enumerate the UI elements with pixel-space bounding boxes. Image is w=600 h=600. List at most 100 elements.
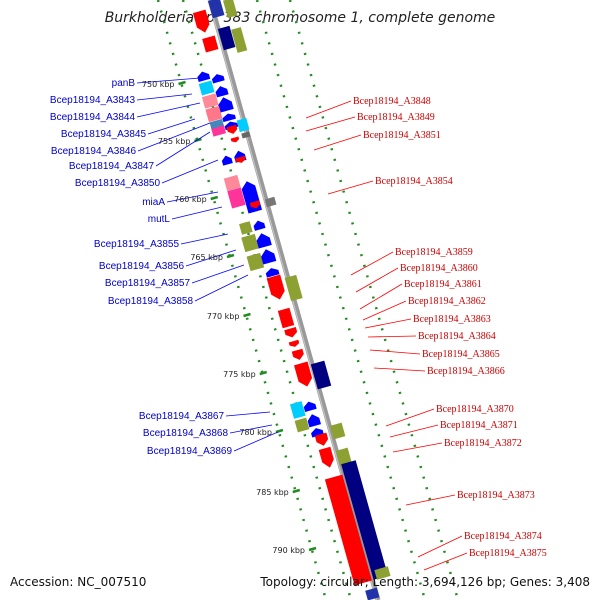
genome-summary: Topology: circular; Length: 3,694,126 bp… — [260, 575, 590, 589]
left-gene-label-1: panB — [112, 78, 136, 89]
tick-label-1: 750 kbp — [142, 80, 175, 89]
left-leader-14 — [225, 411, 271, 417]
left-leader-5 — [137, 122, 211, 152]
reverse-gene-4 — [231, 27, 248, 53]
left-gene-label-14: Bcep18194_A3867 — [139, 411, 225, 422]
left-gene-label-10: Bcep18194_A3855 — [94, 239, 180, 250]
left-leader-16 — [233, 431, 279, 452]
right-gene-label-7: Bcep18194_A3861 — [404, 279, 482, 290]
forward-gene-14 — [223, 174, 241, 192]
left-leader-13 — [194, 274, 249, 302]
right-gene-label-16: Bcep18194_A3873 — [457, 490, 535, 501]
right-leader-14 — [389, 424, 439, 438]
reverse-gene-26 — [374, 566, 391, 580]
left-gene-label-8: miaA — [142, 197, 165, 208]
reverse-gene-8 — [241, 131, 251, 139]
forward-gene-19 — [239, 221, 253, 235]
forward-gene-23 — [246, 252, 265, 272]
reverse-gene-21 — [330, 422, 346, 440]
left-gene-label-13: Bcep18194_A3858 — [108, 296, 194, 307]
forward-gene-2 — [211, 74, 225, 84]
forward-gene-8 — [222, 113, 236, 123]
left-gene-label-12: Bcep18194_A3857 — [105, 278, 191, 289]
left-gene-label-2: Bcep18194_A3843 — [50, 95, 136, 106]
accession-text: Accession: NC_007510 — [10, 575, 147, 589]
left-gene-label-3: Bcep18194_A3844 — [50, 112, 136, 123]
reverse-gene-19 — [310, 360, 332, 390]
reverse-gene-2 — [202, 35, 219, 53]
right-gene-label-10: Bcep18194_A3864 — [418, 331, 496, 342]
right-gene-label-2: Bcep18194_A3849 — [357, 112, 435, 123]
right-gene-label-17: Bcep18194_A3874 — [464, 531, 542, 542]
forward-gene-31 — [222, 0, 238, 19]
reverse-gene-1 — [192, 9, 210, 33]
right-gene-label-3: Bcep18194_A3851 — [363, 130, 441, 141]
right-leader-1 — [305, 100, 352, 119]
tick-mark-3 — [210, 195, 219, 201]
left-gene-label-11: Bcep18194_A3856 — [99, 261, 185, 272]
left-leader-12 — [191, 264, 245, 284]
left-leader-8 — [166, 191, 219, 203]
right-leader-8 — [362, 300, 407, 321]
right-gene-label-5: Bcep18194_A3859 — [395, 247, 473, 258]
left-leader-3 — [136, 102, 201, 118]
forward-gene-6 — [218, 97, 234, 113]
right-leader-2 — [305, 116, 356, 132]
right-gene-label-12: Bcep18194_A3866 — [427, 366, 505, 377]
tick-label-8: 785 kbp — [256, 488, 289, 497]
reverse-gene-10 — [249, 200, 261, 209]
reverse-gene-24 — [324, 474, 372, 586]
reverse-gene-6 — [230, 136, 240, 143]
right-leader-6 — [355, 267, 399, 293]
tick-label-3: 760 kbp — [174, 195, 207, 204]
left-leader-11 — [185, 249, 237, 267]
right-leader-3 — [313, 134, 362, 151]
forward-gene-16 — [227, 187, 246, 209]
right-leader-18 — [423, 552, 468, 571]
forward-gene-13 — [221, 155, 233, 166]
right-leader-11 — [369, 349, 421, 355]
left-leader-2 — [136, 93, 193, 101]
left-gene-label-15: Bcep18194_A3868 — [143, 428, 229, 439]
forward-gene-15 — [241, 181, 258, 197]
left-leader-10 — [180, 233, 229, 245]
reverse-gene-12 — [266, 274, 285, 300]
right-leader-10 — [367, 335, 417, 338]
reverse-gene-11 — [264, 196, 277, 208]
reverse-gene-22 — [318, 446, 334, 468]
forward-gene-30 — [208, 0, 225, 19]
right-leader-13 — [385, 408, 435, 427]
tick-label-7: 780 kbp — [239, 428, 272, 437]
forward-gene-1 — [197, 71, 211, 82]
left-leader-6 — [155, 131, 211, 167]
left-leader-4 — [147, 118, 196, 135]
left-gene-label-6: Bcep18194_A3847 — [69, 161, 155, 172]
reverse-gene-15 — [284, 327, 298, 338]
reverse-gene-16 — [288, 339, 300, 347]
tick-mark-6 — [259, 370, 268, 376]
right-leader-5 — [350, 251, 394, 276]
forward-gene-26 — [303, 401, 317, 412]
forward-gene-5 — [201, 93, 219, 109]
forward-gene-24 — [265, 268, 280, 278]
right-leader-15 — [392, 442, 443, 453]
reverse-gene-18 — [294, 361, 313, 387]
right-gene-label-11: Bcep18194_A3865 — [422, 349, 500, 360]
right-leader-17 — [417, 535, 463, 558]
right-gene-label-6: Bcep18194_A3860 — [400, 263, 478, 274]
right-gene-label-18: Bcep18194_A3875 — [469, 548, 547, 559]
right-leader-12 — [373, 367, 426, 372]
reverse-gene-13 — [284, 274, 303, 302]
forward-gene-11 — [211, 125, 227, 137]
right-gene-label-13: Bcep18194_A3870 — [436, 404, 514, 415]
right-gene-label-9: Bcep18194_A3863 — [413, 314, 491, 325]
reverse-gene-27 — [365, 587, 380, 600]
reverse-gene-20 — [314, 432, 329, 446]
tick-label-5: 770 kbp — [207, 312, 240, 321]
tick-label-9: 790 kbp — [272, 546, 305, 555]
right-leader-16 — [405, 494, 456, 506]
right-leader-7 — [359, 283, 403, 310]
forward-gene-28 — [307, 414, 321, 428]
tick-mark-9 — [308, 546, 317, 552]
